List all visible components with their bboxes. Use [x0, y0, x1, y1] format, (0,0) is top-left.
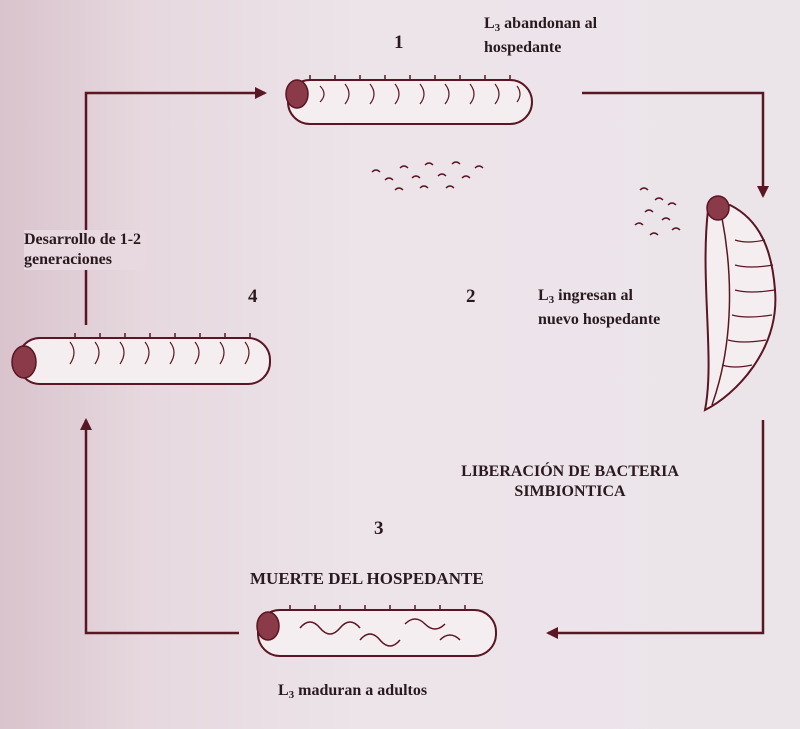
- step-2-number: 2: [466, 286, 476, 308]
- arrow-4-to-1: [86, 93, 265, 325]
- arrow-2-to-3: [548, 420, 763, 633]
- step-1-label: L3 abandonan al hospedante: [484, 14, 597, 58]
- step-3-label: L3 maduran a adultos: [278, 681, 427, 705]
- step-3-number: 3: [374, 518, 384, 540]
- step-3-heading: MUERTE DEL HOSPEDANTE: [250, 569, 484, 589]
- step-1-label-prefix: L: [484, 15, 495, 32]
- arrow-1-to-2: [582, 93, 763, 196]
- bacteria-release-label: LIBERACIÓN DE BACTERIA SIMBIONTICA: [420, 462, 720, 502]
- larva-4-illustration: [12, 333, 270, 384]
- step-1-label-line2: hospedante: [484, 39, 561, 56]
- arrow-3-to-4: [86, 420, 239, 633]
- bacteria-release-line1: LIBERACIÓN DE BACTERIA: [461, 463, 679, 480]
- step-2-label-rest: ingresan al: [554, 287, 633, 304]
- step-4-label-line2: generaciones: [24, 251, 112, 268]
- step-4-label-line1: Desarrollo de 1-2: [24, 231, 141, 248]
- step-1-label-rest: abandonan al: [500, 15, 597, 32]
- nematode-cluster-1: [372, 162, 483, 190]
- larva-2-illustration: [705, 196, 775, 410]
- step-2-label-prefix: L: [538, 287, 549, 304]
- nematode-cluster-2: [635, 188, 680, 235]
- step-1-number: 1: [394, 32, 404, 54]
- step-2-label-line2: nuevo hospedante: [538, 311, 660, 328]
- larva-3-illustration: [257, 605, 496, 656]
- step-3-label-prefix: L: [278, 682, 289, 699]
- larva-1-illustration: [286, 75, 532, 124]
- step-2-label: L3 ingresan al nuevo hospedante: [538, 286, 660, 330]
- bacteria-release-line2: SIMBIONTICA: [514, 483, 625, 500]
- step-4-label: Desarrollo de 1-2 generaciones: [24, 230, 145, 270]
- step-4-number: 4: [248, 286, 258, 308]
- step-3-label-rest: maduran a adultos: [294, 682, 427, 699]
